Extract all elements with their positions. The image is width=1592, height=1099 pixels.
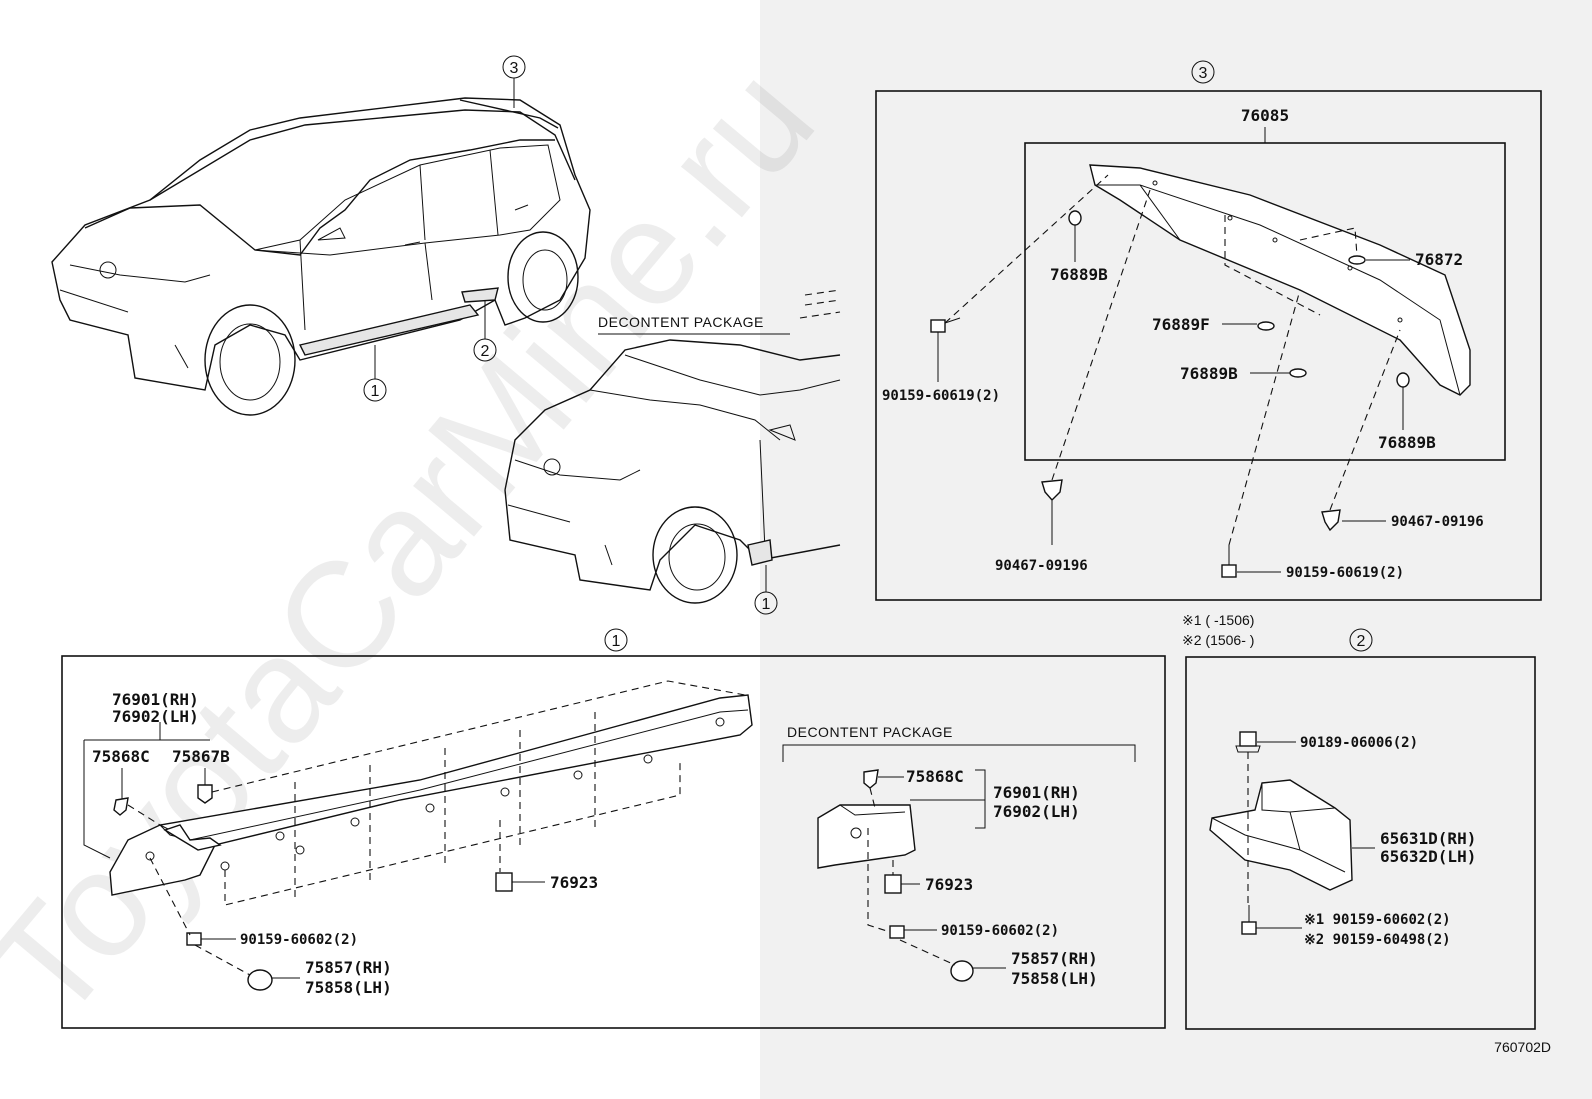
svg-text:90467-09196: 90467-09196 — [995, 558, 1088, 574]
svg-text:76872: 76872 — [1415, 250, 1463, 269]
section-1-dashed-guides — [127, 680, 746, 976]
section-2-frame — [1185, 656, 1536, 1030]
svg-text:75858(LH): 75858(LH) — [1011, 969, 1098, 988]
svg-text:65631D(RH): 65631D(RH) — [1380, 829, 1476, 848]
svg-text:1: 1 — [612, 633, 621, 650]
svg-text:75868C: 75868C — [906, 767, 964, 786]
rocker-bracket-leader — [83, 722, 210, 859]
rear-spoiler-part — [1089, 164, 1471, 396]
decontent-clip-75868c: 75868C — [863, 767, 964, 789]
callout-1-car: 1 — [363, 345, 387, 402]
pad-76889b-mid: 76889B — [1180, 364, 1307, 383]
svg-text:76889B: 76889B — [1180, 364, 1238, 383]
screw-90159-60602: 90159-60602(2) — [186, 932, 358, 948]
svg-text:90159-60619(2): 90159-60619(2) — [882, 388, 1000, 404]
clip-75868c — [113, 797, 129, 816]
mudguard-65631d: 65631D(RH) 65632D(LH) — [1209, 779, 1476, 891]
section-1-frame — [61, 655, 1166, 1029]
svg-text:90159-60602(2): 90159-60602(2) — [941, 923, 1059, 939]
section-3-frame — [875, 90, 1542, 601]
section-3-dashed-guides — [944, 174, 1401, 546]
label-76902lh: 76902(LH) — [112, 707, 199, 726]
section-2-callout: 2 — [1349, 628, 1373, 652]
callout-3-car: 3 — [502, 55, 526, 108]
date-note-2: ※2 (1506- ) — [1182, 632, 1254, 648]
section-1-callout: 1 — [604, 628, 628, 652]
grommet-76889b-right: 76889B — [1378, 372, 1436, 452]
grommet-76889b-left: 76889B — [1050, 210, 1108, 284]
decontent-caption-lower: DECONTENT PACKAGE — [787, 724, 953, 740]
car-illustration-main — [51, 97, 591, 416]
decontent-label-76901rh: 76901(RH) — [993, 783, 1080, 802]
label-76901rh: 76901(RH) — [112, 690, 199, 709]
callout-1-decontent-car: 1 — [754, 565, 778, 615]
decontent-dashed-guides — [867, 787, 956, 966]
svg-text:※1 90159-60602(2): ※1 90159-60602(2) — [1304, 912, 1451, 928]
bolt-section-2: ※1 90159-60602(2) ※2 90159-60498(2) — [1241, 905, 1451, 948]
plug-75857: 75857(RH) 75858(LH) — [247, 958, 392, 997]
svg-text:※2 90159-60498(2): ※2 90159-60498(2) — [1304, 932, 1451, 948]
svg-text:75857(RH): 75857(RH) — [1011, 949, 1098, 968]
svg-text:3: 3 — [1199, 65, 1208, 82]
bolt-90159-60619-left: 90159-60619(2) — [882, 317, 1000, 404]
watermark: ToyotaCarMine.ru — [0, 36, 845, 1051]
svg-text:76889B: 76889B — [1378, 433, 1436, 452]
pad-76889f: 76889F — [1152, 315, 1275, 334]
label-76085: 76085 — [1241, 106, 1289, 125]
bolt-90159-60619-bottom: 90159-60619(2) — [1221, 545, 1404, 581]
svg-text:3: 3 — [510, 60, 519, 77]
decontent-mudflap-part — [817, 804, 916, 869]
nut-90189-06006: 90189-06006(2) — [1235, 731, 1418, 753]
decontent-clip-76923: 76923 — [884, 874, 973, 894]
svg-text:76923: 76923 — [550, 873, 598, 892]
clip-75867b — [197, 784, 213, 804]
label-75868c: 75868C — [92, 747, 150, 766]
svg-text:2: 2 — [481, 343, 490, 360]
diagram-code: 760702D — [1494, 1039, 1551, 1055]
svg-text:75857(RH): 75857(RH) — [305, 958, 392, 977]
svg-text:1: 1 — [371, 383, 380, 400]
decontent-plug-75857: 75857(RH) 75858(LH) — [950, 949, 1098, 988]
clip-76923: 76923 — [495, 872, 598, 892]
decontent-screw-90159-60602: 90159-60602(2) — [889, 923, 1059, 939]
label-75867b: 75867B — [172, 747, 230, 766]
callout-2-car: 2 — [473, 300, 497, 362]
decontent-bracket — [782, 744, 1136, 762]
car-illustration-decontent — [504, 289, 841, 604]
svg-text:2: 2 — [1357, 633, 1366, 650]
decontent-rocker-leader — [910, 769, 986, 829]
svg-text:90467-09196: 90467-09196 — [1391, 514, 1484, 530]
decontent-caption-top: DECONTENT PACKAGE — [598, 314, 764, 330]
svg-text:76889F: 76889F — [1152, 315, 1210, 334]
clip-90467-09196-right: 90467-09196 — [1321, 509, 1484, 532]
clip-90467-09196-left: 90467-09196 — [995, 479, 1088, 574]
svg-text:75858(LH): 75858(LH) — [305, 978, 392, 997]
pad-76872: 76872 — [1348, 250, 1463, 269]
svg-text:90159-60619(2): 90159-60619(2) — [1286, 565, 1404, 581]
svg-text:90159-60602(2): 90159-60602(2) — [240, 932, 358, 948]
svg-text:76923: 76923 — [925, 875, 973, 894]
decontent-label-76902lh: 76902(LH) — [993, 802, 1080, 821]
svg-text:65632D(LH): 65632D(LH) — [1380, 847, 1476, 866]
svg-text:1: 1 — [762, 596, 771, 613]
svg-text:90189-06006(2): 90189-06006(2) — [1300, 735, 1418, 751]
section-3-callout: 3 — [1191, 60, 1215, 84]
date-note-1: ※1 ( -1506) — [1182, 612, 1254, 628]
svg-text:76889B: 76889B — [1050, 265, 1108, 284]
